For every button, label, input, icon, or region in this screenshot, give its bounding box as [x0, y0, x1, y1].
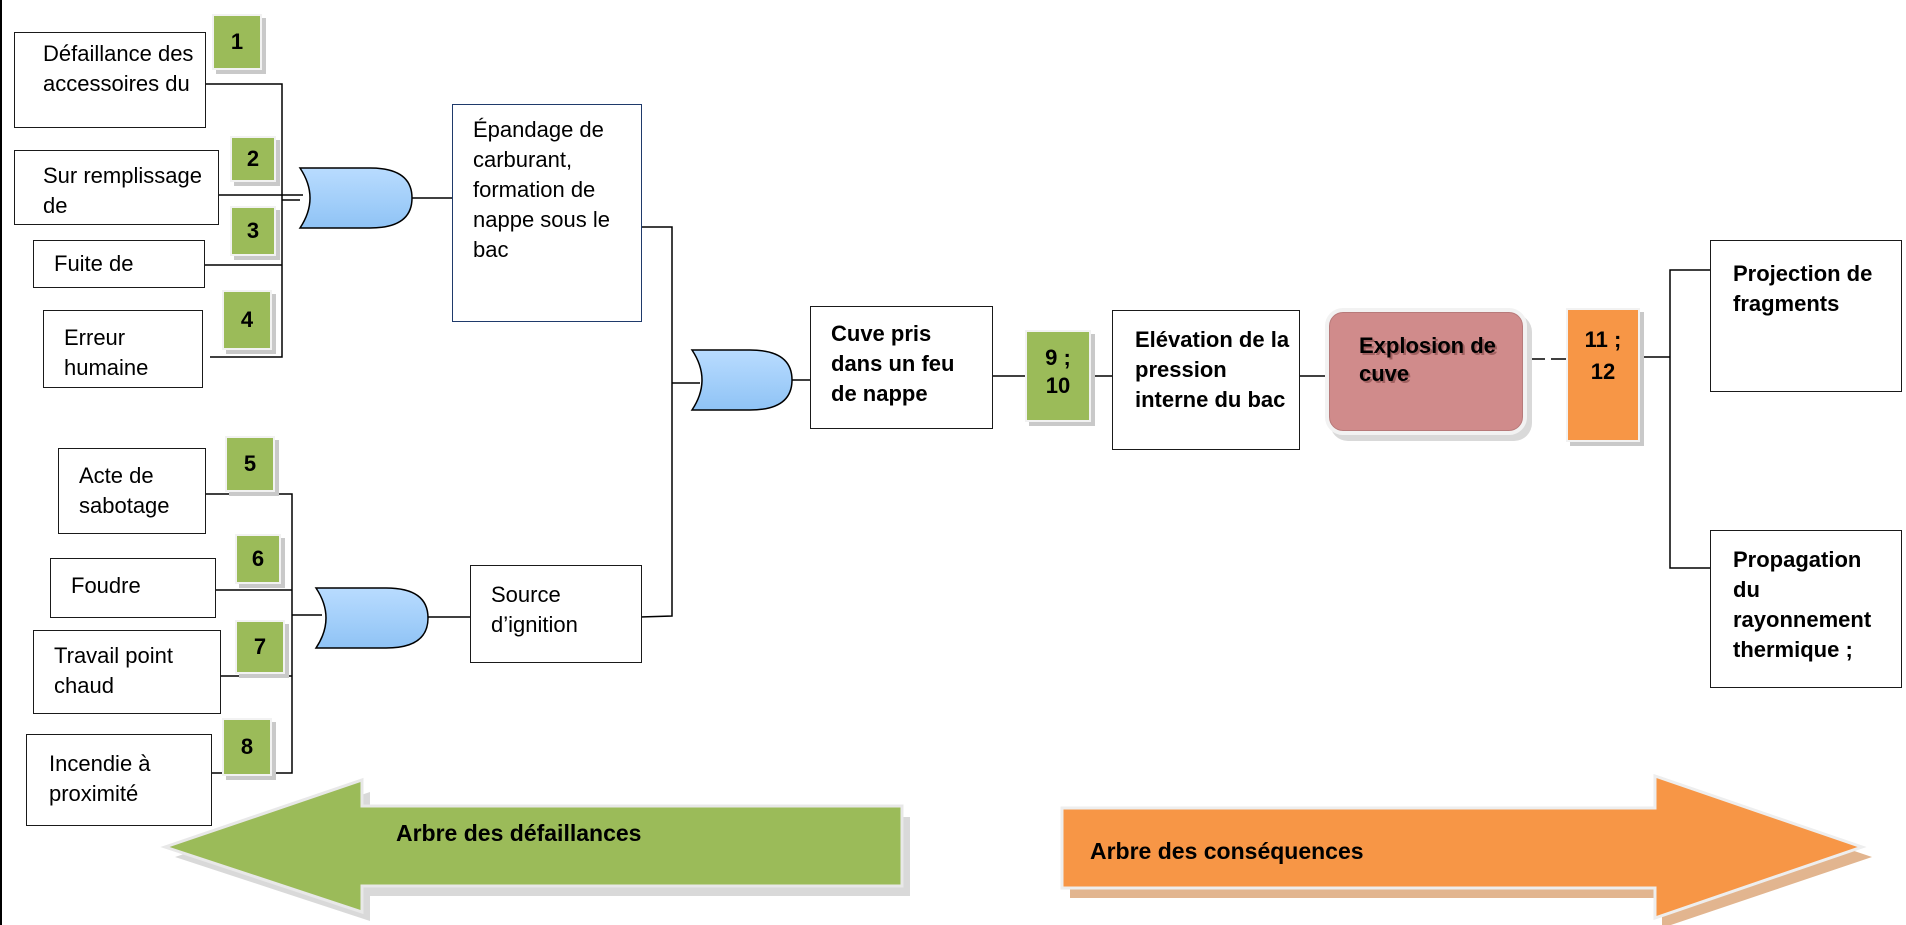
- cause-label-3: Fuite de: [54, 251, 134, 276]
- connector-consequences-bus: [1669, 269, 1710, 569]
- pool-fire-label: Cuve pris dans un feu de nappe: [831, 321, 955, 406]
- cause-box-2: Sur remplissage de: [14, 150, 219, 225]
- or-gate-2: [314, 587, 429, 649]
- top-event-number-9-10: 9 ; 10: [1025, 330, 1091, 422]
- or-gate-1: [298, 167, 413, 229]
- radiation-label: Propagation du rayonnement thermique ;: [1733, 547, 1872, 662]
- pressure-label: Elévation de la pression interne du bac: [1135, 327, 1290, 412]
- pool-fire-box: Cuve pris dans un feu de nappe: [810, 306, 993, 429]
- pressure-box: Elévation de la pression interne du bac: [1112, 310, 1300, 450]
- cause-number-1: 1: [212, 14, 262, 70]
- connector-1: [205, 83, 283, 358]
- radiation-box: Propagation du rayonnement thermique ;: [1710, 530, 1902, 688]
- cause-box-7: Travail point chaud: [33, 630, 221, 714]
- cause-number-2: 2: [230, 136, 276, 182]
- cause-box-1: Défaillance des accessoires du: [14, 32, 206, 128]
- fragments-label: Projection de fragments: [1733, 261, 1873, 316]
- cause-label-8: Incendie à proximité: [49, 751, 151, 806]
- cause-label-2: Sur remplissage de: [43, 163, 202, 218]
- cause-label-6: Foudre: [71, 573, 141, 598]
- cause-label-4: Erreur humaine: [64, 325, 149, 380]
- cause-box-5: Acte de sabotage: [58, 448, 206, 534]
- cause-label-5: Acte de sabotage: [79, 463, 170, 518]
- cause-number-3: 3: [230, 206, 276, 256]
- cause-box-4: Erreur humaine: [43, 310, 203, 388]
- top-event-number-11-12: 11 ; 12: [1566, 308, 1640, 442]
- fragments-box: Projection de fragments: [1710, 240, 1902, 392]
- explosion-label: Explosion de cuve: [1359, 333, 1496, 386]
- spill-label: Épandage de carburant, formation de napp…: [473, 117, 610, 262]
- cause-label-7: Travail point chaud: [54, 643, 174, 698]
- cause-number-4: 4: [222, 290, 272, 350]
- cause-number-6: 6: [235, 534, 281, 584]
- cause-number-5: 5: [225, 436, 275, 492]
- ignition-label: Source d’ignition: [491, 582, 578, 637]
- page-left-border: [0, 0, 2, 925]
- or-gate-3: [690, 349, 793, 411]
- explosion-box: Explosion de cuve Explosion de cuve: [1325, 308, 1527, 435]
- cause-number-8: 8: [222, 718, 272, 776]
- cause-box-6: Foudre: [50, 558, 216, 618]
- spill-box: Épandage de carburant, formation de napp…: [452, 104, 642, 322]
- cause-box-3: Fuite de: [33, 240, 205, 288]
- explosion-label-shadow: Explosion de cuve: [1361, 335, 1498, 388]
- failure-tree-arrow: [160, 777, 904, 915]
- ignition-box: Source d’ignition: [470, 565, 642, 663]
- consequence-tree-label: Arbre des conséquences: [1090, 838, 1364, 864]
- connector-spill-merge: [639, 226, 673, 618]
- cause-label-1: Défaillance des accessoires du: [43, 41, 194, 96]
- cause-number-7: 7: [235, 620, 285, 674]
- consequence-tree-arrow: [1060, 773, 1867, 921]
- failure-tree-label: Arbre des défaillances: [396, 820, 642, 846]
- cause-box-8: Incendie à proximité: [26, 734, 212, 826]
